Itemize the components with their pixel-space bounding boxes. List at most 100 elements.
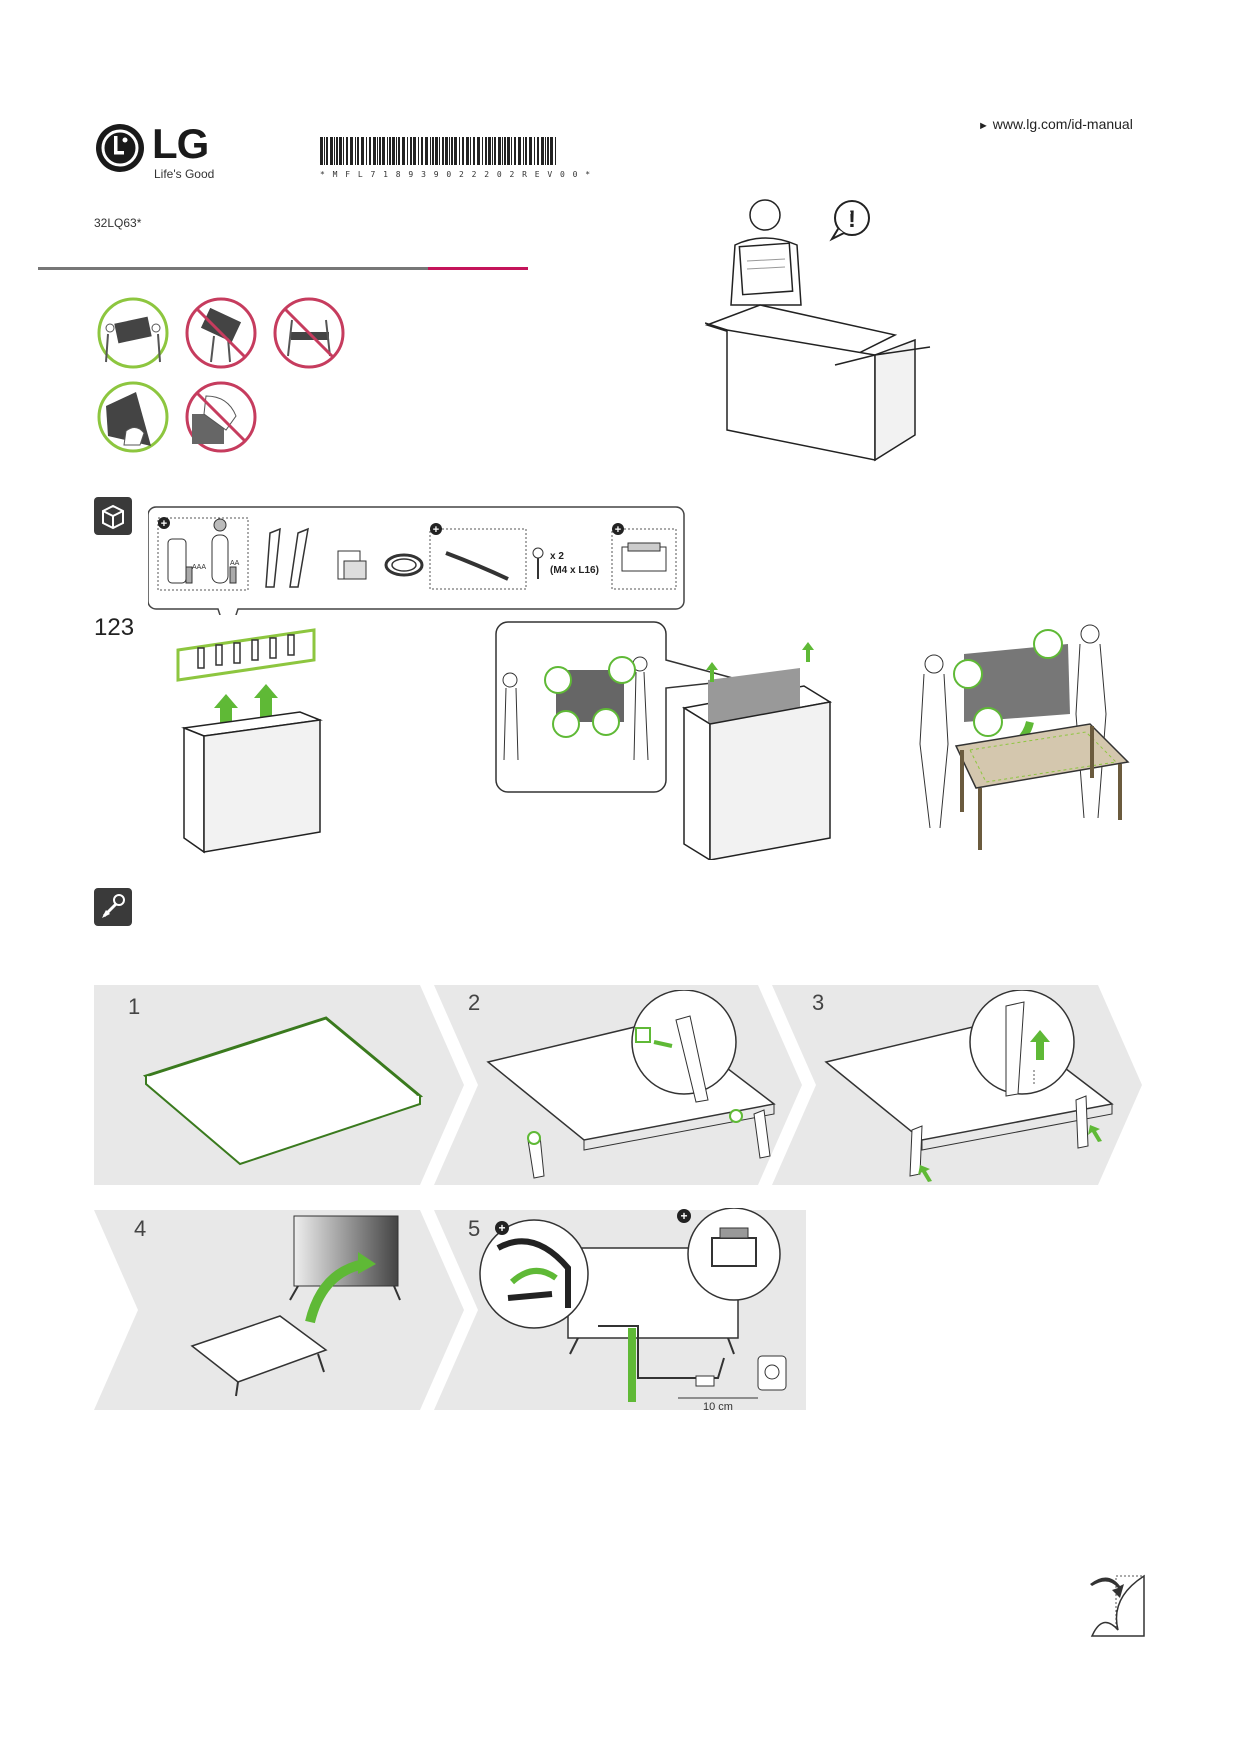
barcode-bar (439, 137, 440, 165)
barcode-bar (555, 137, 556, 165)
barcode-bar (466, 137, 469, 165)
barcode-bar (334, 137, 335, 165)
screw-size: (M4 x L16) (550, 565, 599, 576)
step-2-number: 2 (468, 990, 481, 1015)
warning-icon (829, 228, 845, 242)
handling-ok-side-hold (97, 381, 169, 453)
svg-text:!: ! (848, 206, 856, 233)
barcode-bar (498, 137, 501, 165)
barcode-bar (326, 137, 328, 165)
step-5-illustration: + + 10 cm (479, 1208, 787, 1413)
barcode-bar (462, 137, 464, 165)
brand-name: LG (152, 120, 209, 167)
handling-no-lift-flat (273, 297, 345, 369)
page-turn-icon (1090, 1574, 1145, 1637)
handling-ok-carry (97, 297, 169, 369)
barcode-bar (355, 137, 356, 165)
step-3-number: 3 (812, 990, 825, 1015)
step-4-illustration (190, 1215, 401, 1397)
lg-logo-icon (96, 124, 144, 172)
barcode-bar (529, 137, 532, 165)
plus-icon (158, 517, 170, 529)
barcode-text: * M F L 7 1 8 9 3 9 0 2 2 2 0 2 R E V 0 … (320, 170, 592, 179)
barcode-bar (451, 137, 453, 165)
handling-no-flat-carry (185, 297, 257, 369)
barcode-bar (445, 137, 448, 165)
manual-link[interactable]: ► www.lg.com/id-manual (978, 116, 1133, 132)
assembly-tool-icon (94, 888, 132, 926)
barcode-bar (324, 137, 325, 165)
barcode-bar (361, 137, 364, 165)
lg-logo: LG Life's Good (94, 120, 224, 182)
barcode-bar (442, 137, 444, 165)
barcode-bar (470, 137, 471, 165)
header-divider (38, 267, 428, 270)
barcode-bar (504, 137, 506, 165)
step-4-number: 4 (134, 1216, 147, 1241)
handling-no-touch-screen (185, 381, 257, 453)
barcode-bar (435, 137, 438, 165)
svg-text:+: + (433, 524, 439, 536)
barcode-bar (387, 137, 388, 165)
barcode-bar (379, 137, 381, 165)
barcode-bar (518, 137, 521, 165)
barcode-bar (407, 137, 408, 165)
barcode-bar (339, 137, 342, 165)
barcode-bar (449, 137, 450, 165)
lift-tv-callout (495, 621, 833, 860)
barcode-bar (421, 137, 423, 165)
step-1-number: 1 (128, 994, 141, 1019)
play-arrow-icon: ► (978, 120, 989, 132)
model-number: 32LQ63* (94, 216, 142, 230)
barcode-bar (482, 137, 483, 165)
remote-magic (211, 534, 229, 584)
barcode-bar (389, 137, 391, 165)
barcode-bar (366, 137, 367, 165)
power-cord (384, 553, 424, 577)
plus-icon (495, 1221, 509, 1235)
remote-standard (167, 538, 187, 584)
barcode-bar (413, 137, 416, 165)
read-manual-warning-illustration: ! (705, 199, 931, 462)
cable-distance-label: 10 cm (703, 1401, 733, 1413)
manual-url[interactable]: www.lg.com/id-manual (992, 116, 1133, 132)
barcode: * M F L 7 1 8 9 3 9 0 2 2 2 0 2 R E V 0 … (320, 137, 592, 179)
svg-text:+: + (680, 1209, 687, 1223)
barcode-bar (432, 137, 434, 165)
barcode-bar (418, 137, 419, 165)
barcode-bar (473, 137, 475, 165)
barcode-bar (547, 137, 549, 165)
barcode-bars (320, 137, 556, 165)
barcode-bar (550, 137, 553, 165)
screw (532, 547, 544, 559)
barcode-bar (396, 137, 397, 165)
barcode-bar (330, 137, 333, 165)
barcode-bar (459, 137, 460, 165)
barcode-bar (485, 137, 487, 165)
step-5-number: 5 (468, 1216, 481, 1241)
barcode-bar (343, 137, 344, 165)
barcode-bar (350, 137, 353, 165)
barcode-bar (514, 137, 516, 165)
cable-tie (445, 551, 509, 581)
barcode-bar (541, 137, 544, 165)
barcode-bar (336, 137, 338, 165)
barcode-bar (382, 137, 385, 165)
barcode-bar (377, 137, 378, 165)
step-2-illustration (486, 990, 776, 1179)
header-divider-accent (428, 267, 528, 270)
barcode-bar (477, 137, 480, 165)
barcode-bar (502, 137, 503, 165)
barcode-bar (398, 137, 400, 165)
barcode-bar (402, 137, 405, 165)
barcode-bar (507, 137, 510, 165)
barcode-bar (454, 137, 457, 165)
barcode-bar (425, 137, 428, 165)
step-3-illustration (824, 990, 1114, 1182)
stand-left (265, 527, 281, 588)
barcode-bar (488, 137, 491, 165)
barcode-bar (545, 137, 546, 165)
place-tv-on-table-illustration (919, 624, 1130, 850)
barcode-bar (494, 137, 496, 165)
barcode-bar (430, 137, 431, 165)
